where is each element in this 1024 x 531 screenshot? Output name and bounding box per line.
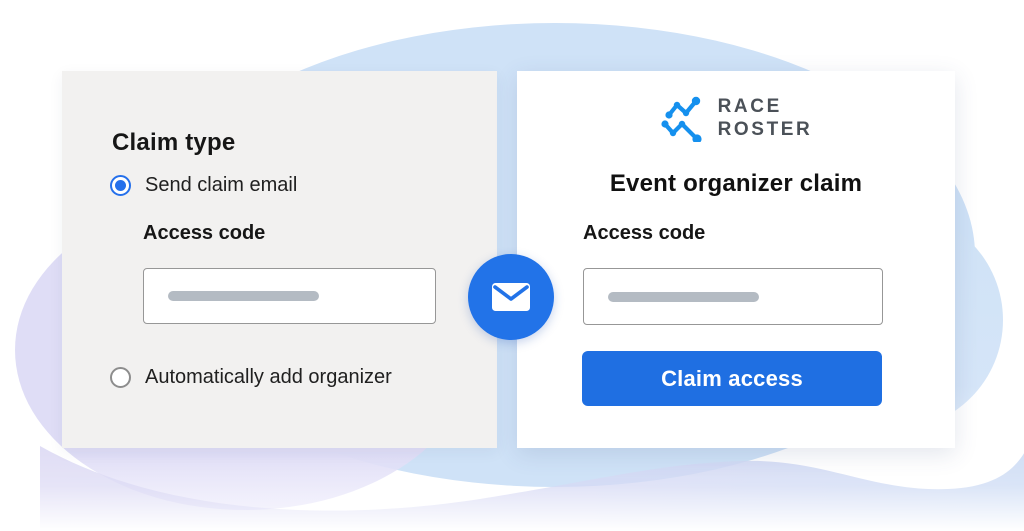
radio-option-auto-add-organizer[interactable]: Automatically add organizer bbox=[110, 366, 392, 389]
radio-option-label: Automatically add organizer bbox=[145, 366, 392, 388]
claim-type-panel: Claim type Send claim email Access code … bbox=[62, 71, 497, 448]
wordmark-line1: RACE bbox=[717, 96, 782, 118]
event-organizer-claim-card: RACE ROSTER Event organizer claim Access… bbox=[517, 71, 955, 448]
access-code-input-right[interactable] bbox=[583, 268, 883, 325]
event-organizer-claim-title: Event organizer claim bbox=[609, 170, 863, 197]
radio-option-label: Send claim email bbox=[145, 174, 298, 196]
radio-selected-icon[interactable] bbox=[110, 175, 131, 196]
access-code-label-left: Access code bbox=[143, 222, 266, 244]
input-placeholder-pill bbox=[608, 291, 759, 302]
input-placeholder-pill bbox=[168, 291, 319, 301]
claim-access-button[interactable]: Claim access bbox=[582, 351, 882, 406]
race-roster-logo: RACE ROSTER bbox=[517, 95, 955, 142]
radio-unselected-icon[interactable] bbox=[110, 367, 131, 388]
envelope-icon bbox=[492, 283, 530, 311]
access-code-label-right: Access code bbox=[583, 222, 706, 244]
radio-option-send-claim-email[interactable]: Send claim email bbox=[110, 174, 297, 197]
race-roster-wordmark: RACE ROSTER bbox=[718, 96, 813, 140]
claim-type-title: Claim type bbox=[112, 129, 236, 156]
email-badge bbox=[468, 254, 554, 340]
race-roster-mark-icon bbox=[661, 96, 702, 142]
wordmark-line2: ROSTER bbox=[717, 118, 813, 140]
access-code-input-left[interactable] bbox=[143, 268, 436, 324]
